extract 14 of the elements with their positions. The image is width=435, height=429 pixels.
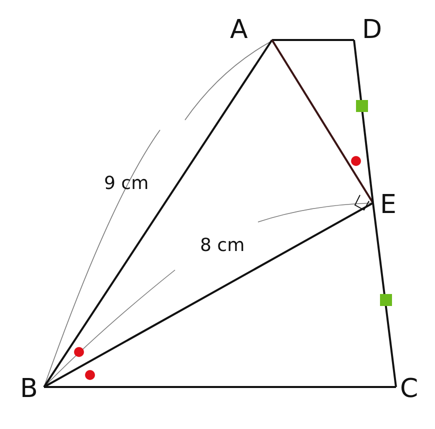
line-segment [271, 39, 374, 204]
line-segment [44, 202, 374, 388]
point-label: C [400, 376, 418, 402]
point-label: A [230, 17, 248, 43]
line-segment [272, 39, 354, 41]
line-segment [353, 40, 374, 204]
point-label: D [362, 17, 382, 43]
line-segment [44, 386, 396, 388]
point-label: B [20, 376, 38, 402]
length-label: 9 cm [104, 174, 149, 194]
length-label: 8 cm [200, 236, 245, 256]
line-segment [43, 39, 273, 388]
line-segment [372, 202, 397, 388]
point-label: E [380, 192, 396, 218]
